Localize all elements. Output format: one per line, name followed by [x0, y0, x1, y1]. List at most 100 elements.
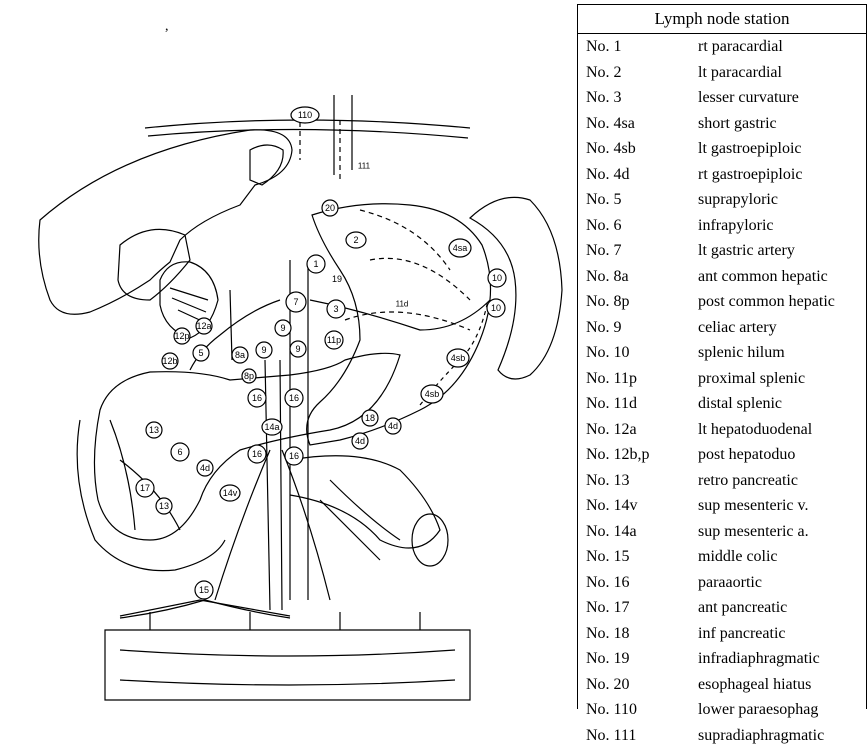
station-name: infradiaphragmatic [698, 646, 820, 672]
node-8a: 8a [232, 347, 248, 363]
pancreas-duodenum [77, 353, 400, 570]
node-10b: 10 [487, 299, 505, 317]
svg-text:16: 16 [252, 449, 262, 459]
stray-mark: , [165, 19, 169, 34]
node-3: 3 [327, 300, 345, 318]
station-name: ant common hepatic [698, 264, 828, 290]
svg-text:4d: 4d [200, 463, 210, 473]
node-7: 7 [286, 292, 306, 312]
station-name: lt hepatoduodenal [698, 417, 812, 443]
node-14a: 14a [262, 419, 282, 435]
svg-text:4sa: 4sa [453, 243, 468, 253]
table-header: Lymph node station [578, 5, 866, 34]
svg-text:8a: 8a [235, 350, 245, 360]
node-20: 20 [322, 200, 338, 216]
station-code: No. 16 [586, 570, 630, 596]
station-name: ant pancreatic [698, 595, 787, 621]
station-name: rt paracardial [698, 34, 783, 60]
node-4d-3: 4d [197, 460, 213, 476]
node-4d-2: 4d [352, 433, 368, 449]
node-9c: 9 [256, 342, 272, 358]
station-name: middle colic [698, 544, 778, 570]
svg-text:12a: 12a [196, 321, 211, 331]
svg-text:2: 2 [353, 235, 358, 245]
station-name: suprapyloric [698, 187, 778, 213]
node-4sb-1: 4sb [447, 349, 469, 367]
svg-text:5: 5 [198, 348, 203, 358]
svg-text:7: 7 [293, 297, 298, 307]
station-code: No. 14a [586, 519, 637, 545]
station-code: No. 7 [586, 238, 622, 264]
node-15: 15 [195, 581, 213, 599]
station-name: post common hepatic [698, 289, 835, 315]
svg-text:110: 110 [298, 110, 312, 120]
station-code: No. 12a [586, 417, 637, 443]
node-11p: 11p [325, 331, 343, 349]
station-code: No. 13 [586, 468, 630, 494]
station-code: No. 5 [586, 187, 622, 213]
svg-text:9: 9 [280, 323, 285, 333]
svg-text:16: 16 [289, 451, 299, 461]
node-13a: 13 [146, 422, 162, 438]
station-code: No. 6 [586, 213, 622, 239]
node-17: 17 [136, 479, 154, 497]
svg-text:20: 20 [325, 203, 335, 213]
node-9b: 9 [290, 341, 306, 357]
station-name: rt gastroepiploic [698, 162, 802, 188]
svg-text:16: 16 [289, 393, 299, 403]
station-code: No. 2 [586, 60, 622, 86]
station-code: No. 8p [586, 289, 630, 315]
annotation-11d: 11d [396, 300, 409, 309]
station-code: No. 12b,p [586, 442, 650, 468]
svg-text:8p: 8p [244, 371, 254, 381]
liver [39, 130, 292, 314]
station-name: sup mesenteric v. [698, 493, 808, 519]
lymph-nodes: 110 20 2 1 19 7 3 9 9 9 11p 8a 8p 12a 12… [136, 107, 506, 599]
station-name: lt paracardial [698, 60, 782, 86]
station-name: retro pancreatic [698, 468, 798, 494]
station-code: No. 111 [586, 723, 636, 748]
station-name: sup mesenteric a. [698, 519, 809, 545]
station-name: lt gastric artery [698, 238, 795, 264]
transverse-colon [105, 600, 470, 700]
svg-text:4d: 4d [355, 436, 365, 446]
svg-text:3: 3 [333, 304, 338, 314]
node-12b: 12b [162, 353, 178, 369]
station-code: No. 9 [586, 315, 622, 341]
table-row: No. 6 infrapyloric [578, 213, 866, 239]
annotation-111: 111 [358, 162, 371, 171]
station-name: infrapyloric [698, 213, 774, 239]
major-vessels [120, 260, 490, 618]
spleen [470, 197, 562, 379]
node-13b: 13 [156, 498, 172, 514]
svg-text:18: 18 [365, 413, 375, 423]
node-19: 19 [332, 274, 342, 284]
station-name: supradiaphragmatic [698, 723, 824, 748]
station-name: inf pancreatic [698, 621, 786, 647]
node-9a: 9 [275, 320, 291, 336]
node-16a: 16 [248, 389, 266, 407]
station-code: No. 110 [586, 697, 637, 723]
svg-text:13: 13 [149, 425, 159, 435]
table-row: No. 8p post common hepatic [578, 289, 866, 315]
station-name: post hepatoduo [698, 442, 795, 468]
node-8p: 8p [242, 369, 256, 383]
station-name: splenic hilum [698, 340, 785, 366]
table-row: No. 12a lt hepatoduodenal [578, 417, 866, 443]
node-6: 6 [171, 443, 189, 461]
